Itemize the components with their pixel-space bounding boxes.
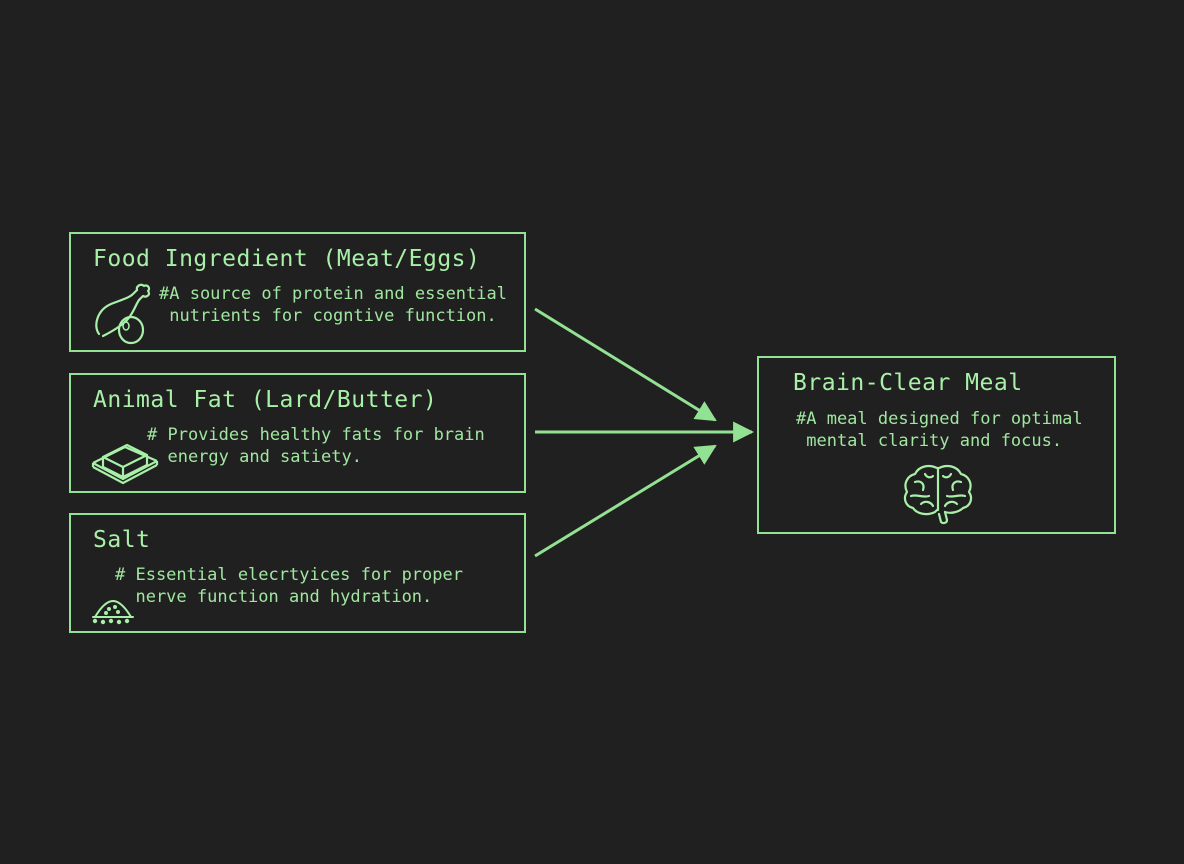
node-title: Brain-Clear Meal [793,370,1023,396]
node-animal-fat[interactable]: Animal Fat (Lard/Butter) # Provides heal… [69,373,526,493]
salt-pile-icon [89,595,137,625]
node-salt[interactable]: Salt # Essential elecrtyices for proper … [69,513,526,633]
node-title: Salt [93,527,151,553]
edge-salt-to-meal [534,444,717,558]
chicken-leg-egg-icon [91,280,155,346]
node-description: #A source of protein and essential nutri… [159,284,507,326]
node-description: # Essential elecrtyices for proper nerve… [115,565,463,607]
edge-food-to-meal [534,307,717,422]
brain-icon [901,462,977,526]
node-description: #A meal designed for optimal mental clar… [796,409,1083,451]
node-food-ingredient[interactable]: Food Ingredient (Meat/Eggs) #A source of… [69,232,526,352]
node-brain-clear-meal[interactable]: Brain-Clear Meal #A meal designed for op… [757,356,1116,534]
node-title: Animal Fat (Lard/Butter) [93,387,438,413]
node-title: Food Ingredient (Meat/Eggs) [93,246,481,272]
node-description: # Provides healthy fats for brain energy… [147,425,485,467]
butter-block-icon [89,431,161,487]
